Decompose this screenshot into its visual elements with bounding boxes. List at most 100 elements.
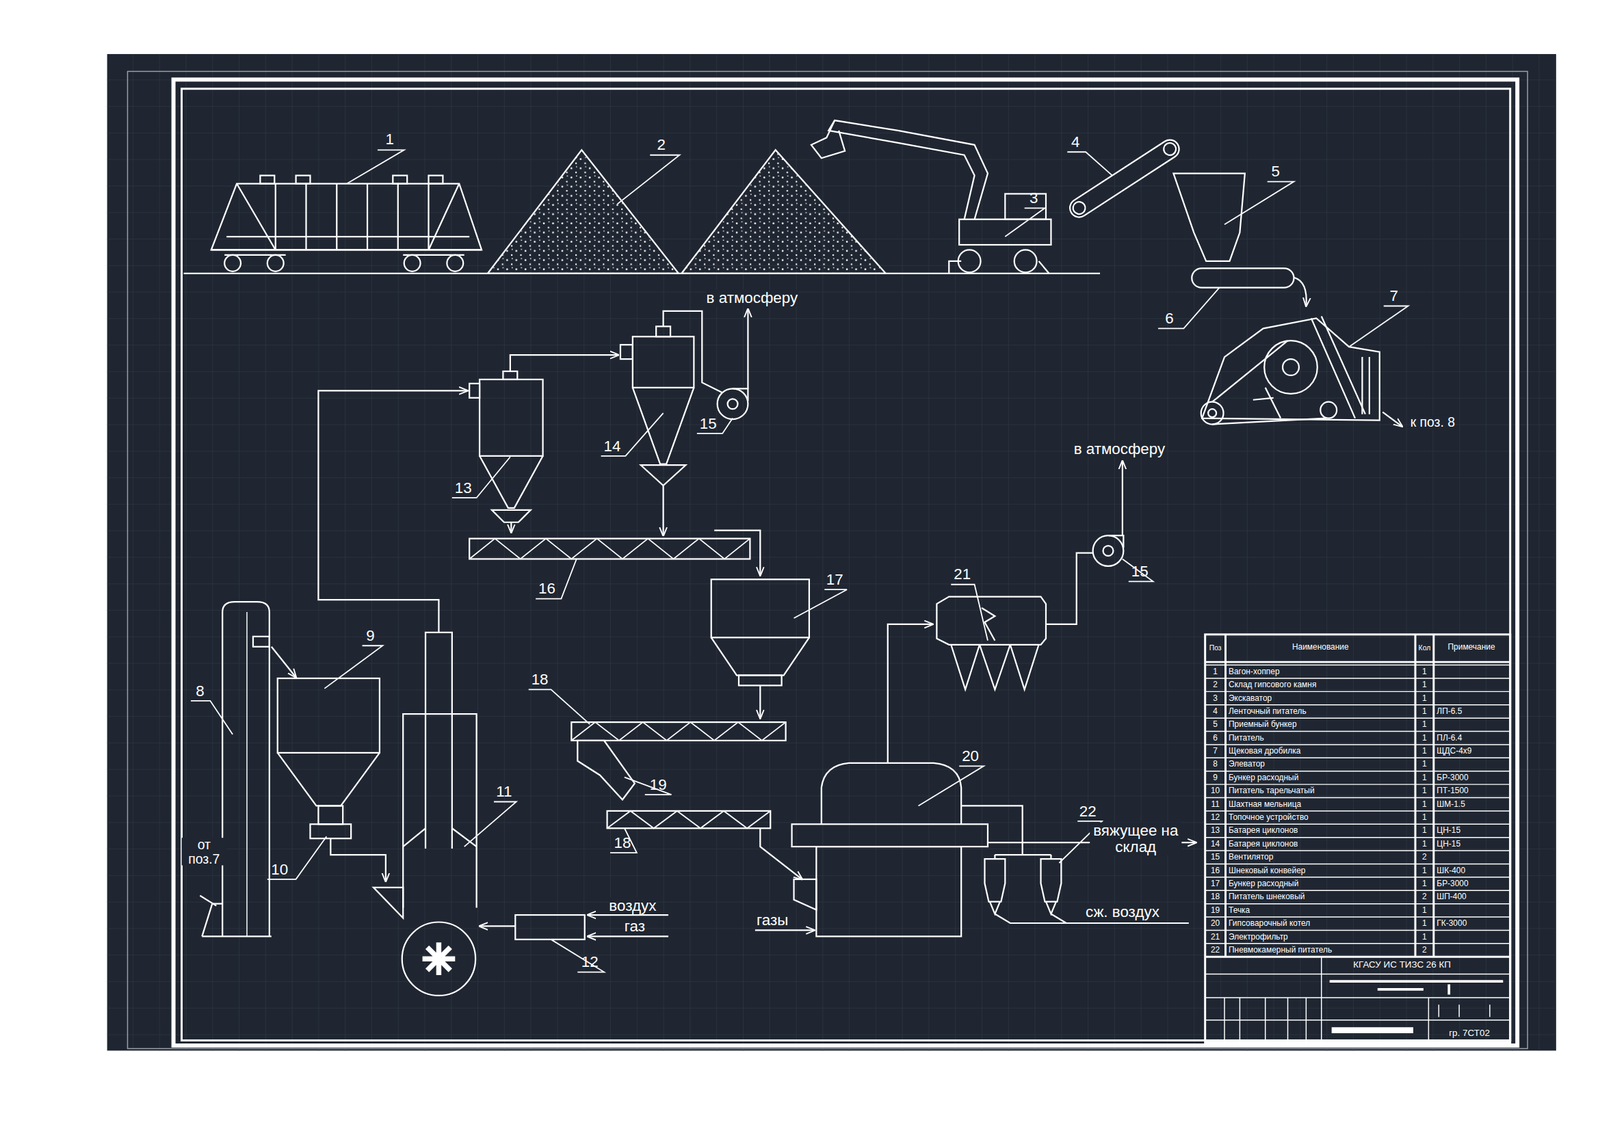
sheet-ground: [107, 54, 1557, 1051]
table-cell: 1: [1422, 919, 1427, 929]
callout-number: 11: [495, 783, 512, 800]
grid: [107, 54, 1557, 1051]
table-cell: 20: [1210, 919, 1220, 929]
screw-conveyor: [469, 539, 750, 560]
table-cell: 1: [1422, 933, 1427, 942]
flow-note: газ: [624, 918, 646, 935]
table-cell: Электрофильтр: [1228, 933, 1289, 942]
table-header: Примечание: [1448, 643, 1496, 653]
table-header: Кол: [1418, 644, 1432, 652]
table-cell: 3: [1212, 694, 1218, 704]
callout-number: 10: [270, 861, 288, 877]
belt-conveyor: [1066, 136, 1183, 221]
table-cell: 14: [1210, 840, 1220, 849]
callout-number: 16: [538, 580, 556, 597]
callout-number: 15: [1131, 563, 1149, 580]
table-cell: Шнековый конвейер: [1228, 866, 1306, 876]
callout-number: 6: [1164, 310, 1174, 327]
screw-feeder: [571, 722, 786, 741]
cyclone: [469, 371, 543, 523]
table-cell: 1: [1422, 800, 1427, 810]
flow-note: сж. воздух: [1085, 904, 1160, 921]
callout-number: 20: [961, 748, 979, 765]
fan: [1093, 535, 1124, 567]
callout-number: 3: [1029, 190, 1038, 206]
cyclone: [620, 326, 694, 486]
table-cell: 1: [1422, 827, 1427, 836]
excavator: [811, 120, 1052, 274]
table-cell: Вентилятор: [1228, 853, 1274, 863]
table-cell: 2: [1422, 853, 1427, 863]
callout-number: 18: [531, 671, 549, 688]
pneumatic-pump: [984, 855, 1061, 915]
feeder: [1191, 268, 1294, 288]
table-cell: 1: [1422, 840, 1427, 849]
table-cell: 4: [1212, 707, 1218, 717]
table-cell: Шахтная мельница: [1228, 800, 1302, 810]
table-cell: 1: [1212, 667, 1218, 677]
table-cell: ПТ-1500: [1436, 787, 1468, 797]
flow-note: от поз.7: [181, 837, 228, 867]
table-cell: 7: [1212, 746, 1218, 756]
callout-number: 7: [1389, 287, 1398, 304]
table-cell: 1: [1422, 879, 1427, 889]
callout-number: 14: [604, 437, 622, 454]
table-cell: 2: [1212, 680, 1218, 690]
table-cell: 1: [1422, 773, 1427, 783]
table-cell: Течка: [1228, 906, 1250, 916]
table-cell: ЛП-6.5: [1436, 707, 1462, 717]
table-cell: ЦН-15: [1436, 840, 1461, 849]
table-cell: 17: [1210, 879, 1220, 889]
callout-number: 8: [195, 682, 204, 699]
bucket-elevator: [201, 601, 271, 937]
table-cell: Гипсоварочный котел: [1228, 919, 1310, 929]
table-cell: Питатель: [1228, 733, 1265, 743]
flow-note: вяжущее на склад: [1089, 822, 1182, 856]
table-cell: 13: [1210, 827, 1220, 836]
table-cell: 2: [1422, 946, 1427, 955]
table-cell: Топочное устройство: [1228, 813, 1309, 823]
table-cell: 15: [1210, 853, 1220, 863]
callout-number: 19: [649, 776, 667, 793]
hopper-wagon: [211, 175, 482, 272]
table-cell: 1: [1422, 813, 1427, 823]
flow-note: к поз. 8: [1410, 415, 1455, 429]
table-cell: Питатель шнековый: [1228, 893, 1305, 903]
table-cell: 1: [1422, 680, 1427, 690]
spec-table: [1205, 634, 1511, 1044]
jaw-crusher: [1201, 316, 1403, 427]
shaft-mill: [373, 632, 477, 996]
gypsum-piles: [487, 149, 886, 273]
receiving-hopper: [1173, 173, 1245, 262]
chute: [577, 740, 635, 801]
callout-number: 4: [1071, 134, 1080, 150]
screw-feeder: [607, 811, 771, 829]
table-cell: Бункер расходный: [1228, 879, 1299, 889]
flow-note: в атмосферу: [706, 290, 799, 306]
bunker: [711, 579, 810, 686]
table-cell: 18: [1210, 893, 1220, 903]
gypsum-kettle: [792, 763, 988, 938]
table-cell: Элеватор: [1228, 760, 1265, 770]
table-cell: ЦН-15: [1436, 827, 1461, 836]
table-cell: 1: [1422, 787, 1427, 797]
table-cell: 5: [1212, 720, 1218, 730]
table-header: Поз: [1209, 644, 1222, 652]
callout-number: 2: [656, 136, 665, 153]
table-cell: ШП-400: [1436, 893, 1466, 903]
leader-lines: [190, 149, 1409, 973]
bunker: [277, 678, 380, 839]
table-cell: Щековая дробилка: [1228, 746, 1301, 756]
screw-flight: [607, 811, 771, 829]
table-cell: 9: [1212, 773, 1218, 783]
fan: [717, 388, 749, 420]
table-cell: 19: [1210, 906, 1220, 916]
table-cell: 11: [1210, 800, 1219, 810]
table-header: Наименование: [1292, 643, 1349, 653]
table-cell: 6: [1212, 733, 1218, 743]
table-cell: 10: [1210, 787, 1220, 797]
table-cell: 1: [1422, 733, 1427, 743]
table-cell: 22: [1210, 946, 1220, 955]
table-cell: 2: [1422, 893, 1427, 903]
callout-number: 15: [699, 415, 717, 431]
